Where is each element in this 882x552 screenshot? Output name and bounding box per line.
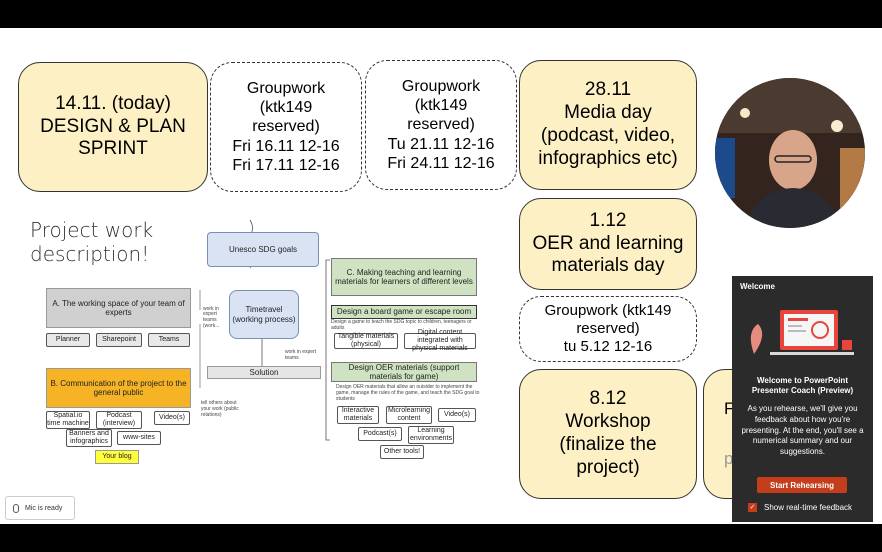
presenter-camera-feed (715, 78, 865, 228)
project-title: Project work description! (30, 218, 153, 266)
realtime-feedback-label: Show real-time feedback (764, 503, 853, 512)
section-c-title: C. Making teaching and learning material… (331, 258, 477, 296)
media-line-2: Media day (564, 102, 652, 124)
media-day-box: 28.11 Media day (podcast, video, infogra… (519, 60, 697, 190)
www-sites-item: www-sites (117, 431, 161, 445)
section-b-title: B. Communication of the project to the g… (46, 368, 191, 408)
groupwork-box-1: Groupwork (ktk149 reserved) Fri 16.11 12… (210, 62, 362, 192)
media-line-4: infographics etc) (538, 147, 678, 169)
other-tools-item: Other tools! (380, 445, 424, 459)
solution-box: Solution (207, 366, 321, 379)
project-title-line-2: description! (30, 242, 150, 266)
groupwork-box-3: Groupwork (ktk149 reserved) tu 5.12 12-1… (519, 296, 697, 362)
podcasts-item: Podcast(s) (358, 427, 402, 441)
group2-line-3: reserved) (407, 116, 475, 134)
today-line-2: DESIGN & PLAN (40, 115, 186, 137)
coach-title: Welcome to PowerPoint Presenter Coach (P… (751, 376, 854, 396)
oer-line-1: 1.12 (589, 209, 627, 231)
oer-day-box: 1.12 OER and learning materials day (519, 198, 697, 290)
group1-line-5: Fri 17.11 12-16 (232, 156, 340, 174)
microphone-icon (13, 503, 19, 513)
sdg-goals-box: Unesco SDG goals (207, 232, 319, 267)
group1-line-2: (ktk149 (259, 99, 313, 117)
group2-line-1: Groupwork (401, 78, 481, 96)
groupwork-box-2: Groupwork (ktk149 reserved) Tu 21.11 12-… (365, 60, 517, 190)
coach-illustration-icon (750, 310, 854, 355)
realtime-feedback-option[interactable]: ✓ Show real-time feedback (748, 503, 852, 512)
group3-line-1: Groupwork (ktk149 (544, 302, 672, 319)
media-line-3: (podcast, video, (540, 125, 676, 146)
video-item-b: Video(s) (154, 411, 190, 425)
video-item-c: Video(s) (438, 408, 476, 422)
microlearning-item: Microlearning content (386, 406, 432, 424)
media-line-1: 28.11 (584, 79, 632, 101)
interactive-materials-item: Interactive materials (337, 406, 379, 424)
note-public-relations: tell others about your work (public rela… (201, 400, 239, 418)
spatial-item: Spatial.io time machine (46, 411, 90, 429)
oer-line-3: materials day (551, 255, 665, 277)
workshop-line-3: (finalize the (559, 434, 657, 455)
mic-status-text: Mic is ready (25, 504, 63, 512)
group2-line-2: (ktk149 (414, 97, 468, 115)
group1-line-4: Fri 16.11 12-16 (232, 137, 340, 155)
mic-status-badge: Mic is ready (5, 496, 75, 520)
group2-line-5: Fri 24.11 12-16 (387, 154, 495, 172)
realtime-feedback-checkbox[interactable]: ✓ (748, 503, 757, 512)
oer-line-2: OER and learning (532, 232, 684, 254)
group1-line-1: Groupwork (246, 80, 326, 98)
planner-item: Planner (46, 333, 90, 347)
tangible-item: Tangible materials (physical) (334, 333, 398, 349)
note-expert-teams-2: work in expert teams (285, 349, 317, 361)
project-title-line-1: Project work (30, 218, 154, 242)
today-line-1: 14.11. (today) (55, 92, 171, 114)
workshop-line-4: project) (576, 456, 640, 478)
sharepoint-item: Sharepoint (96, 333, 142, 347)
start-rehearsing-button[interactable]: Start Rehearsing (757, 477, 847, 493)
panel-header: Welcome (740, 282, 775, 291)
teams-item: Teams (148, 333, 190, 347)
today-box: 14.11. (today) DESIGN & PLAN SPRINT (18, 62, 208, 192)
learning-environments-item: Learning environments (408, 426, 454, 444)
group3-line-2: reserved) (576, 320, 640, 337)
presenter-video-image (715, 78, 865, 228)
note-expert-teams-1: work in expert teams (work... (203, 305, 220, 329)
board-game-title: Design a board game or escape room (331, 305, 477, 319)
podcast-item: Podcast (interview) (96, 411, 142, 429)
oer-materials-desc: Design OER materials that allow an outsi… (336, 384, 480, 402)
group3-line-3: tu 5.12 12-16 (563, 338, 653, 355)
coach-description: As you rehearse, we'll give you feedback… (741, 404, 864, 457)
workshop-line-2: Workshop (565, 411, 651, 433)
digital-content-item: Digital content integrated with physical… (404, 329, 476, 352)
presenter-coach-panel: Welcome Welcome to PowerPoint Presenter … (732, 276, 873, 522)
your-blog-item: Your blog (95, 450, 139, 464)
workshop-line-1: 8.12 (589, 388, 627, 410)
timetravel-box: Timetravel (working process) (229, 290, 299, 339)
board-game-desc: Design a game to teach the SDG topic to … (331, 319, 472, 331)
slide: 14.11. (today) DESIGN & PLAN SPRINT Grou… (0, 28, 882, 524)
section-a-title: A. The working space of your team of exp… (46, 288, 191, 328)
group2-line-4: Tu 21.11 12-16 (387, 135, 495, 153)
oer-materials-title: Design OER materials (support materials … (331, 362, 477, 382)
today-line-3: SPRINT (78, 138, 148, 160)
workshop-box: 8.12 Workshop (finalize the project) (519, 369, 697, 499)
group1-line-3: reserved) (252, 118, 320, 136)
banners-item: Banners and infographics (66, 429, 112, 447)
